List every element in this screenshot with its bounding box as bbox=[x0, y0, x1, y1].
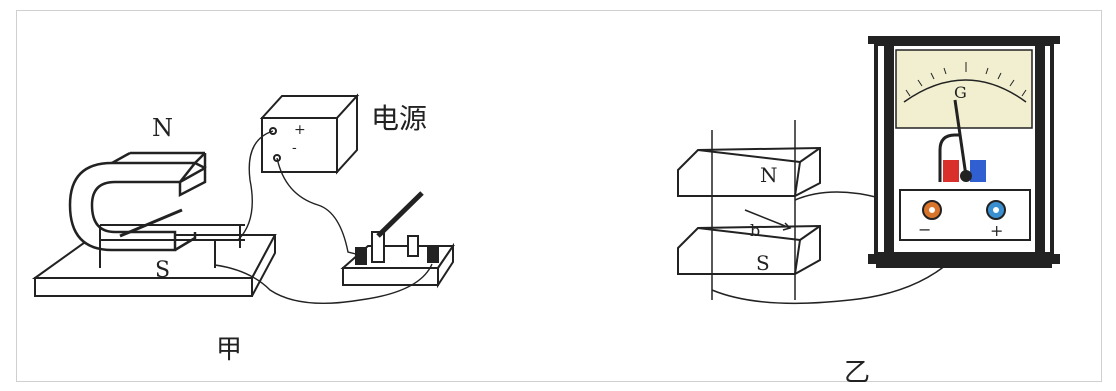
galvanometer-scale bbox=[895, 49, 1033, 129]
power-plus-label: + bbox=[294, 122, 306, 138]
galvanometer: G − + bbox=[868, 36, 1060, 268]
galvanometer-top-cap bbox=[868, 36, 1060, 44]
magnet-red-pole bbox=[943, 160, 959, 182]
caption-jia: 甲 bbox=[216, 335, 242, 365]
figure-jia: N S + - 电源 甲 bbox=[31, 93, 455, 365]
power-minus-label: - bbox=[292, 140, 297, 156]
terminal-plus-label: + bbox=[990, 221, 1003, 240]
jia-south-label: S bbox=[155, 258, 170, 283]
upper-magnet-block bbox=[677, 146, 821, 197]
figure-border bbox=[16, 10, 1102, 382]
jia-wires bbox=[214, 130, 433, 304]
figure-yi: G − + N b S 乙 bbox=[677, 36, 1060, 388]
jia-north-label: N bbox=[152, 114, 173, 142]
power-supply bbox=[259, 93, 360, 175]
lower-magnet-block bbox=[677, 224, 821, 275]
caption-yi: 乙 bbox=[844, 358, 870, 388]
galvanometer-needle bbox=[953, 99, 968, 177]
yi-gap-label: b bbox=[750, 221, 760, 240]
power-supply-label: 电源 bbox=[371, 102, 427, 135]
yi-north-label: N bbox=[760, 163, 778, 187]
terminal-minus-label: − bbox=[918, 220, 931, 239]
yi-south-label: S bbox=[756, 251, 770, 275]
magnet-blue-pole bbox=[970, 160, 986, 182]
metal-rails bbox=[99, 208, 245, 268]
horseshoe-magnet bbox=[68, 151, 207, 252]
knife-switch bbox=[340, 191, 455, 289]
galvanometer-g-label: G bbox=[954, 83, 967, 102]
